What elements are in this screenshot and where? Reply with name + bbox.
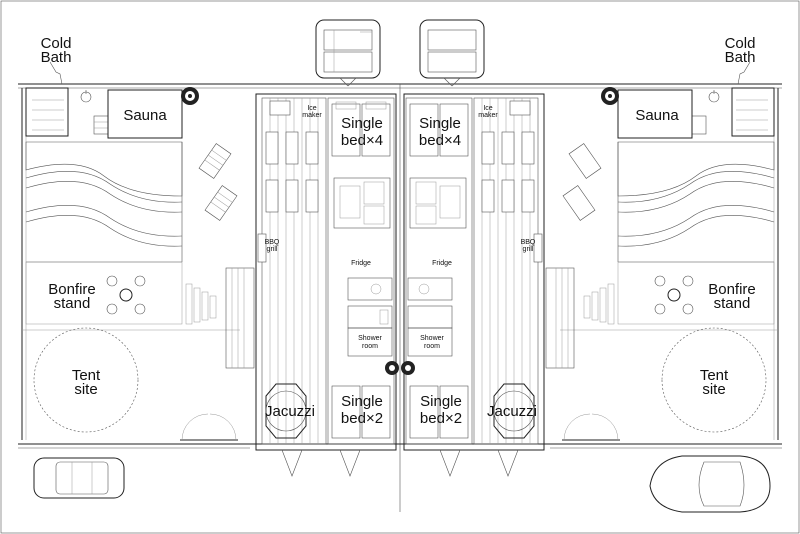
bed [331,103,361,157]
label-jacuzzi: Jacuzzi [265,403,315,420]
label-jacuzzi: Jacuzzi [487,403,537,420]
label-fridge: Fridge [432,260,452,267]
car-icon [33,457,125,499]
label-sauna: Sauna [123,107,167,124]
cabin-left [255,93,397,451]
bed [361,103,391,157]
label-sauna: Sauna [635,107,679,124]
jacuzzi-icon [265,383,307,439]
sofa-set [333,177,391,229]
ice-maker [269,100,291,116]
bbq-grill [257,233,267,263]
lounge-chair-icon [198,143,232,179]
cold-bath-pool [25,87,69,137]
sauna-room [107,89,183,139]
lounge-chair-icon [204,185,238,221]
left-unit [21,19,399,499]
bed [361,385,391,439]
mini-bed-detail [315,19,381,87]
fridge [347,277,393,301]
tree-icon [181,87,199,105]
bonfire-icon [119,288,133,302]
shower-room [347,327,393,357]
gate-icon [180,413,238,441]
deck-steps [185,267,255,369]
plant-icon [385,361,399,375]
right-unit [401,19,779,513]
label-fridge: Fridge [351,260,371,267]
tent-site-circle [33,327,139,433]
bed [331,385,361,439]
